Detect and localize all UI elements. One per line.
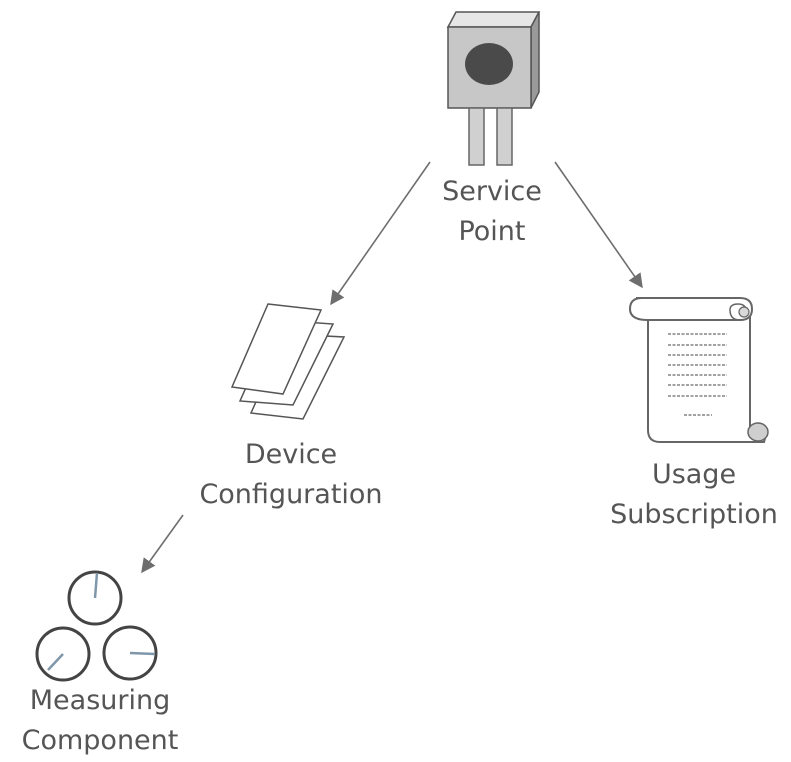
usage-subscription-label: Usage Subscription [598, 455, 790, 535]
service-point-label: Service Point [433, 172, 551, 252]
arrow-service-to-usage [554, 161, 643, 289]
measuring-component-label: Measuring Component [8, 681, 192, 761]
scroll-icon [628, 297, 769, 443]
measuring-component-line1: Measuring [29, 685, 171, 716]
usage-subscription-line1: Usage [651, 459, 737, 490]
usage-subscription-line2: Subscription [610, 499, 778, 530]
arrow-service-to-device [330, 161, 431, 306]
service-point-line1: Service [442, 176, 542, 207]
device-configuration-line1: Device [244, 439, 338, 470]
device-configuration-label: Device Configuration [186, 435, 396, 515]
arrow-device-to-measuring [141, 514, 184, 574]
meter-icon [446, 11, 541, 166]
dials-icon [35, 570, 158, 682]
documents-icon [230, 303, 346, 420]
service-point-line2: Point [458, 216, 526, 247]
measuring-component-line2: Component [21, 725, 179, 756]
device-configuration-line2: Configuration [199, 479, 383, 510]
